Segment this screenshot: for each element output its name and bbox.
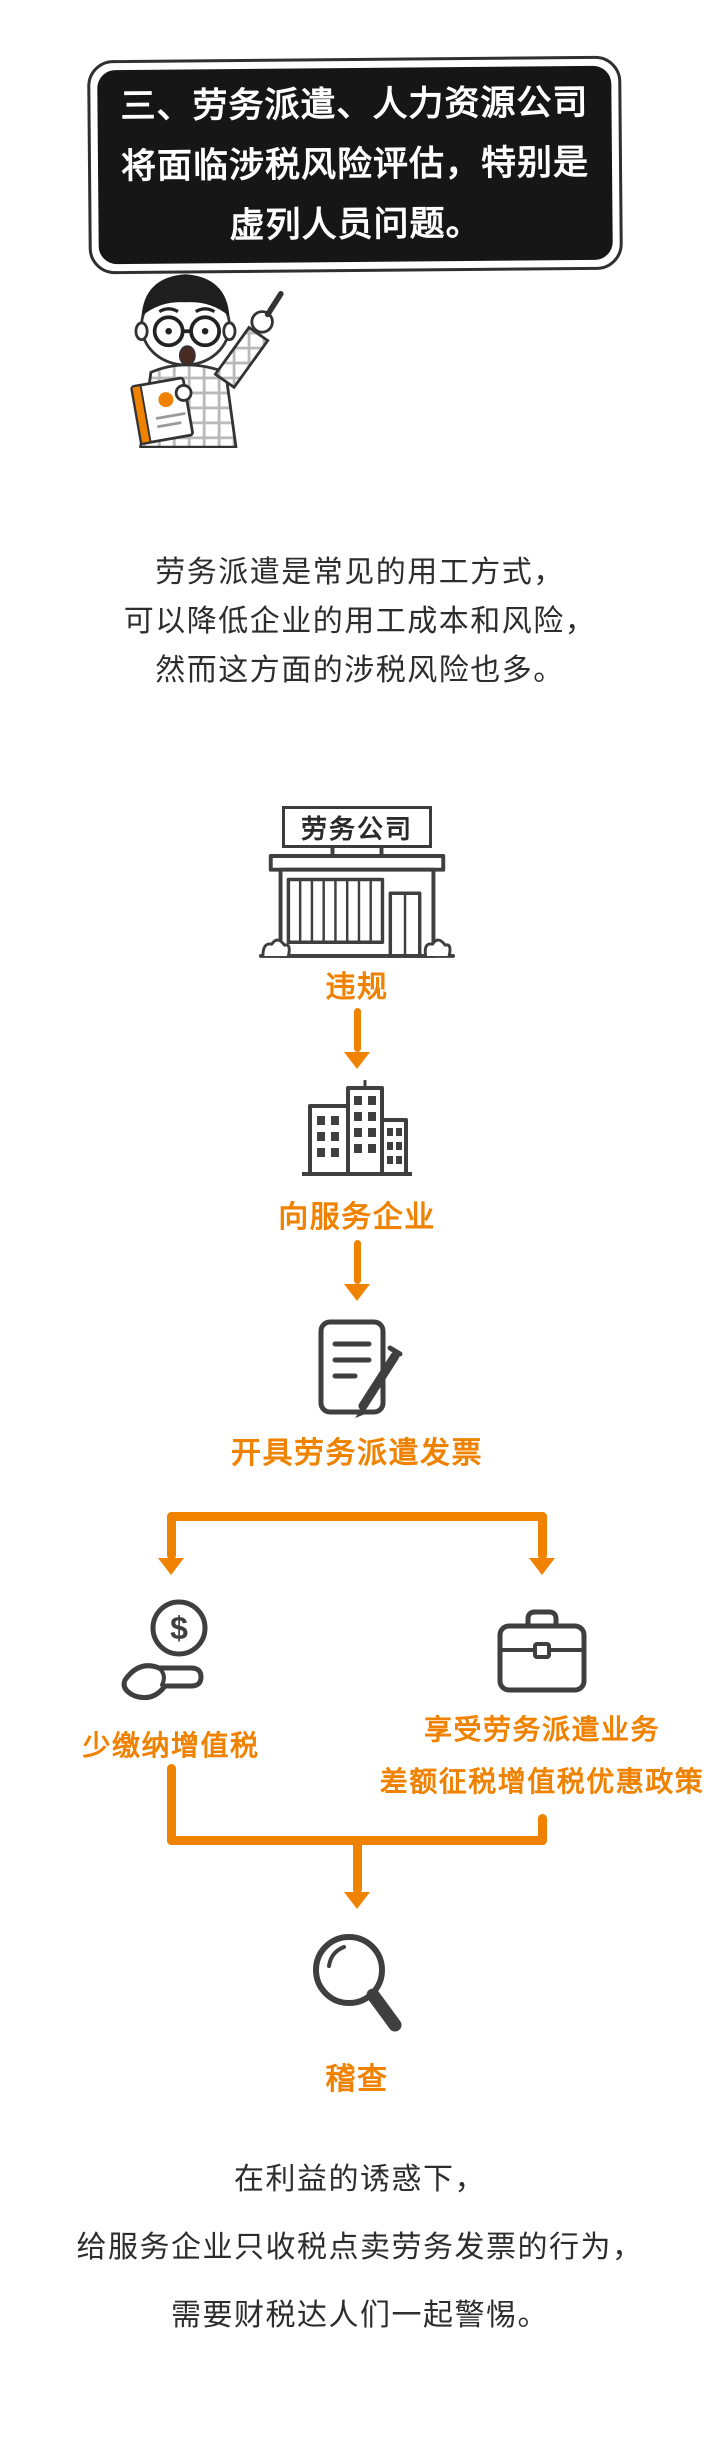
presenter-character-illustration <box>130 274 284 448</box>
magnifier-icon <box>313 1934 402 2032</box>
down-arrow-icon <box>344 1008 370 1069</box>
intro-line: 然而这方面的涉税风险也多。 <box>155 654 565 687</box>
merge-left-leg <box>167 1764 176 1845</box>
invoice-icon <box>318 1319 403 1418</box>
outro-paragraph: 在利益的诱惑下， 给服务企业只收税点卖劳务发票的行为， 需要财税达人们一起警惕。 <box>0 2146 720 2350</box>
branch-left-leg <box>167 1512 176 1560</box>
hand-coin-icon: $ <box>121 1599 208 1701</box>
intro-line: 劳务派遣是常见的用工方式， <box>155 556 565 589</box>
preferential-policy-line: 享受劳务派遣业务 <box>423 1714 660 1745</box>
down-arrow-icon <box>344 1240 370 1301</box>
branch-left-arrowhead-icon <box>158 1558 184 1575</box>
outro-line: 需要财税达人们一起警惕。 <box>171 2299 549 2332</box>
branch-right-arrowhead-icon <box>529 1558 555 1575</box>
briefcase-icon <box>497 1609 587 1693</box>
dollar-sign-glyph: $ <box>170 1610 188 1646</box>
labor-company-building-icon <box>259 846 455 958</box>
preferential-policy-line: 差额征税增值税优惠政策 <box>379 1766 705 1797</box>
branch-top-bar <box>167 1512 547 1521</box>
board-title-line: 将面临涉税风险评估，特别是 <box>120 142 590 187</box>
intro-paragraph: 劳务派遣是常见的用工方式， 可以降低企业的用工成本和风险， 然而这方面的涉税风险… <box>0 548 720 695</box>
merge-arrowhead-icon <box>344 1892 370 1909</box>
intro-line: 可以降低企业的用工成本和风险， <box>123 605 597 638</box>
blackboard: 三、劳务派遣、人力资源公司 将面临涉税风险评估，特别是 虚列人员问题。 <box>87 55 623 275</box>
merge-right-leg <box>538 1814 547 1845</box>
less-vat-label: 少缴纳增值税 <box>82 1730 260 1761</box>
to-service-enterprise-label: 向服务企业 <box>278 1201 436 1234</box>
merge-center-shaft <box>353 1836 362 1894</box>
audit-label: 稽查 <box>325 2063 389 2096</box>
preferential-policy-label: 享受劳务派遣业务 差额征税增值税优惠政策 <box>370 1704 714 1808</box>
board-title-line: 三、劳务派遣、人力资源公司 <box>120 82 589 127</box>
board-title-line: 虚列人员问题。 <box>229 203 482 246</box>
blackboard-surface: 三、劳务派遣、人力资源公司 将面临涉税风险评估，特别是 虚列人员问题。 <box>97 65 613 265</box>
outro-line: 在利益的诱惑下， <box>234 2163 486 2196</box>
company-sign: 劳务公司 <box>282 806 432 848</box>
brand-logo-icon <box>158 392 174 408</box>
issue-invoice-label: 开具劳务派遣发票 <box>231 1437 483 1470</box>
violation-label: 违规 <box>325 971 389 1004</box>
branch-right-leg <box>538 1512 547 1560</box>
outro-line: 给服务企业只收税点卖劳务发票的行为， <box>76 2231 644 2264</box>
service-enterprise-buildings-icon <box>302 1080 412 1176</box>
